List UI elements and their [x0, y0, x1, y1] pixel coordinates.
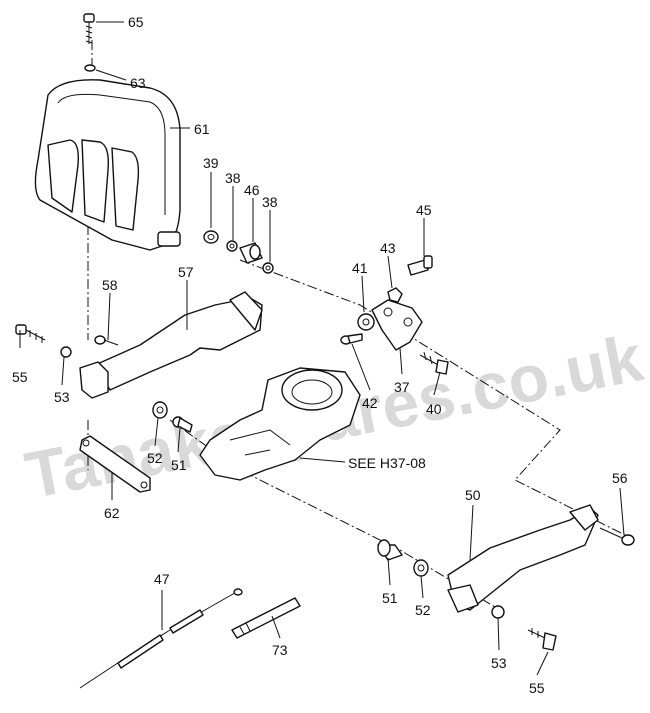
- part-52-grommet[interactable]: [152, 401, 168, 419]
- callout-38: 38: [262, 194, 278, 210]
- part-40-bolt[interactable]: [419, 351, 449, 375]
- callout-55: 55: [529, 680, 545, 696]
- callout-52: 52: [147, 450, 163, 466]
- callout-73: 73: [272, 642, 288, 658]
- part-38-washer[interactable]: [262, 262, 274, 274]
- part-57-lever[interactable]: [94, 291, 263, 391]
- assembly-line: [169, 419, 501, 611]
- part-73-tube[interactable]: [231, 597, 301, 639]
- leader-lines: [19, 21, 625, 676]
- part-61-handle[interactable]: [34, 79, 181, 251]
- assembly-line: [239, 259, 626, 536]
- callout-42: 42: [362, 395, 378, 411]
- callout-53: 53: [491, 655, 507, 671]
- part-41-collar[interactable]: [357, 313, 375, 331]
- part-56-screw[interactable]: [599, 527, 635, 546]
- callout-53: 53: [54, 389, 70, 405]
- part-38-washer[interactable]: [226, 240, 238, 252]
- callout-37: 37: [394, 379, 410, 395]
- part-37-bracket[interactable]: [371, 299, 423, 351]
- part-47-cable[interactable]: [79, 588, 243, 689]
- part-53-washer[interactable]: [491, 605, 505, 619]
- callout-51: 51: [171, 457, 187, 473]
- callout-50: 50: [465, 487, 481, 503]
- callout-55: 55: [12, 369, 28, 385]
- callout-51: 51: [382, 590, 398, 606]
- part-51-collar[interactable]: [377, 539, 403, 561]
- callout-41: 41: [352, 260, 368, 276]
- part-50-lever[interactable]: [447, 504, 599, 613]
- callout-38: 38: [225, 170, 241, 186]
- reference-note[interactable]: SEE H37-08: [348, 455, 426, 471]
- callout-62: 62: [104, 505, 120, 521]
- part-52-grommet[interactable]: [413, 559, 429, 577]
- part-55-screw[interactable]: [527, 628, 557, 651]
- callout-63: 63: [130, 75, 146, 91]
- part-43-nut[interactable]: [387, 287, 403, 303]
- part-65-bolt[interactable]: [83, 13, 95, 44]
- callout-61: 61: [194, 121, 210, 137]
- part-53-washer[interactable]: [60, 346, 72, 358]
- callout-47: 47: [154, 571, 170, 587]
- callout-52: 52: [415, 602, 431, 618]
- callout-56: 56: [612, 470, 628, 486]
- mount-block: [79, 361, 109, 399]
- part-39-nut[interactable]: [203, 230, 219, 244]
- part-46-spacer[interactable]: [239, 242, 263, 264]
- part-42-pin[interactable]: [340, 333, 363, 345]
- throttle-body-assembly[interactable]: [199, 367, 361, 481]
- callout-57: 57: [178, 264, 194, 280]
- part-55-screw[interactable]: [15, 324, 46, 343]
- callout-39: 39: [203, 155, 219, 171]
- part-45-screw[interactable]: [407, 255, 433, 276]
- part-51-collar[interactable]: [172, 416, 193, 433]
- callout-65: 65: [128, 14, 144, 30]
- part-62-plate[interactable]: [79, 435, 151, 493]
- part-63-washer[interactable]: [84, 64, 96, 72]
- callout-40: 40: [426, 401, 442, 417]
- callout-46: 46: [244, 182, 260, 198]
- part-58-screw[interactable]: [94, 335, 119, 346]
- callout-58: 58: [102, 277, 118, 293]
- callout-43: 43: [380, 240, 396, 256]
- callout-45: 45: [416, 202, 432, 218]
